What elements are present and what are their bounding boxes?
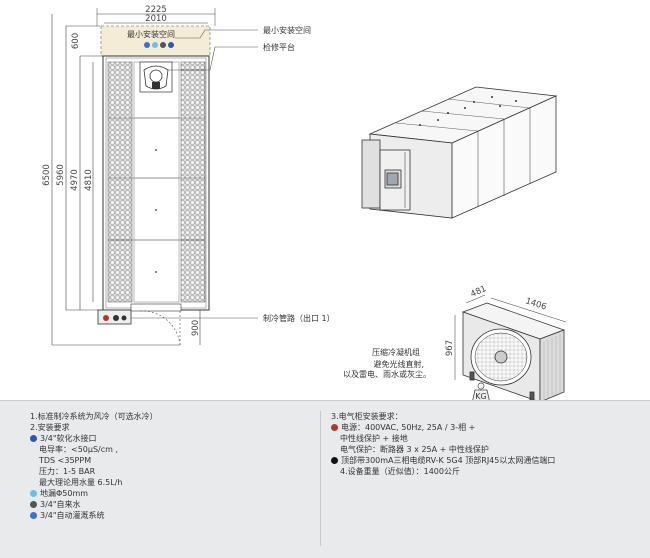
door-swing — [139, 310, 181, 346]
min-space-label: 最小安装空间 — [127, 29, 175, 39]
power-dot — [331, 424, 338, 431]
dim-length-6500: 6500 — [42, 164, 52, 186]
note-line: 3/4"自来水 — [30, 499, 300, 510]
dim-length-4810: 4810 — [84, 169, 94, 191]
note-line: 3/4"自动灌溉系统 — [30, 510, 300, 521]
dim-width-total: 2225 — [145, 5, 167, 15]
soft-water-dot — [30, 435, 37, 442]
connector-dot — [168, 42, 174, 48]
note-line: 顶部带300mA三相电缆RV-K 5G4 顶部RJ45以太网通信端口 — [331, 455, 650, 466]
tap-water-dot — [30, 501, 37, 508]
note-line: 4.设备重量（近似值）：1400公斤 — [340, 467, 460, 476]
dim-condenser-width: 1406 — [524, 296, 548, 312]
condenser-caption-3: 以及雷电、雨水或灰尘。 — [343, 369, 431, 379]
weight-icon: KG 137 — [472, 382, 490, 400]
container-isometric — [361, 86, 558, 219]
note-line: 电导率：<50μS/cm , — [39, 445, 119, 454]
irrigation-dot — [30, 512, 37, 519]
condenser-unit — [454, 294, 567, 400]
note-line: TDS <35PPM — [39, 456, 92, 465]
dim-length-4970: 4970 — [70, 169, 80, 191]
plan-view: 2225 2010 最小安装空间 — [42, 5, 335, 346]
drain-dot — [30, 490, 37, 497]
dim-length-5960: 5960 — [56, 164, 66, 186]
technical-drawing: 2225 2010 最小安装空间 — [42, 5, 567, 400]
min-space-zone — [100, 25, 211, 57]
note-line: 电源：400VAC, 50Hz, 25A / 3-相 + — [331, 422, 650, 433]
note-line: 中性线保护 + 接地 — [340, 434, 408, 443]
grating-right — [180, 61, 206, 303]
callout-platform: 检修平台 — [263, 42, 295, 52]
grating-left — [107, 61, 133, 303]
connector-dot — [144, 42, 150, 48]
electrical-cabinet — [361, 139, 381, 209]
dim-condenser-height: 967 — [445, 340, 455, 356]
dim-width-inner: 2010 — [145, 14, 167, 24]
note-line: 1.标准制冷系统为风冷（可选水冷） — [30, 412, 158, 421]
note-line: 地漏Φ50mm — [30, 488, 300, 499]
condenser-caption-1: 压缩冷凝机组 — [372, 347, 420, 357]
cable-dot — [331, 457, 338, 464]
note-line: 3/4"软化水接口 — [30, 433, 300, 444]
notes-panel: 1.标准制冷系统为风冷（可选水冷） 2.安装要求 3/4"软化水接口 电导率：<… — [0, 400, 650, 558]
connector-dot — [160, 42, 166, 48]
dim-top-space: 600 — [71, 33, 81, 49]
notes-left: 1.标准制冷系统为风冷（可选水冷） 2.安装要求 3/4"软化水接口 电导率：<… — [30, 411, 300, 521]
note-line: 压力：1-5 BAR — [39, 467, 96, 476]
callout-pipe: 制冷管路（出口 1） — [263, 313, 335, 323]
note-line: 2.安装要求 — [30, 423, 70, 432]
callout-min-space: 最小安装空间 — [263, 25, 311, 35]
notes-right: 3.电气柜安装要求： 电源：400VAC, 50Hz, 25A / 3-相 + … — [320, 411, 650, 546]
condenser-caption-2: 避免光线直射, — [373, 359, 424, 369]
weight-unit: KG — [475, 392, 486, 400]
note-line: 最大理论用水量 6.5L/h — [39, 478, 123, 487]
connector-dot — [152, 42, 158, 48]
note-line: 3.电气柜安装要求： — [331, 412, 403, 421]
dim-bottom-900: 900 — [191, 320, 201, 336]
dim-condenser-depth: 481 — [469, 284, 488, 300]
note-line: 电气保护：断路器 3 x 25A + 中性线保护 — [340, 445, 489, 454]
